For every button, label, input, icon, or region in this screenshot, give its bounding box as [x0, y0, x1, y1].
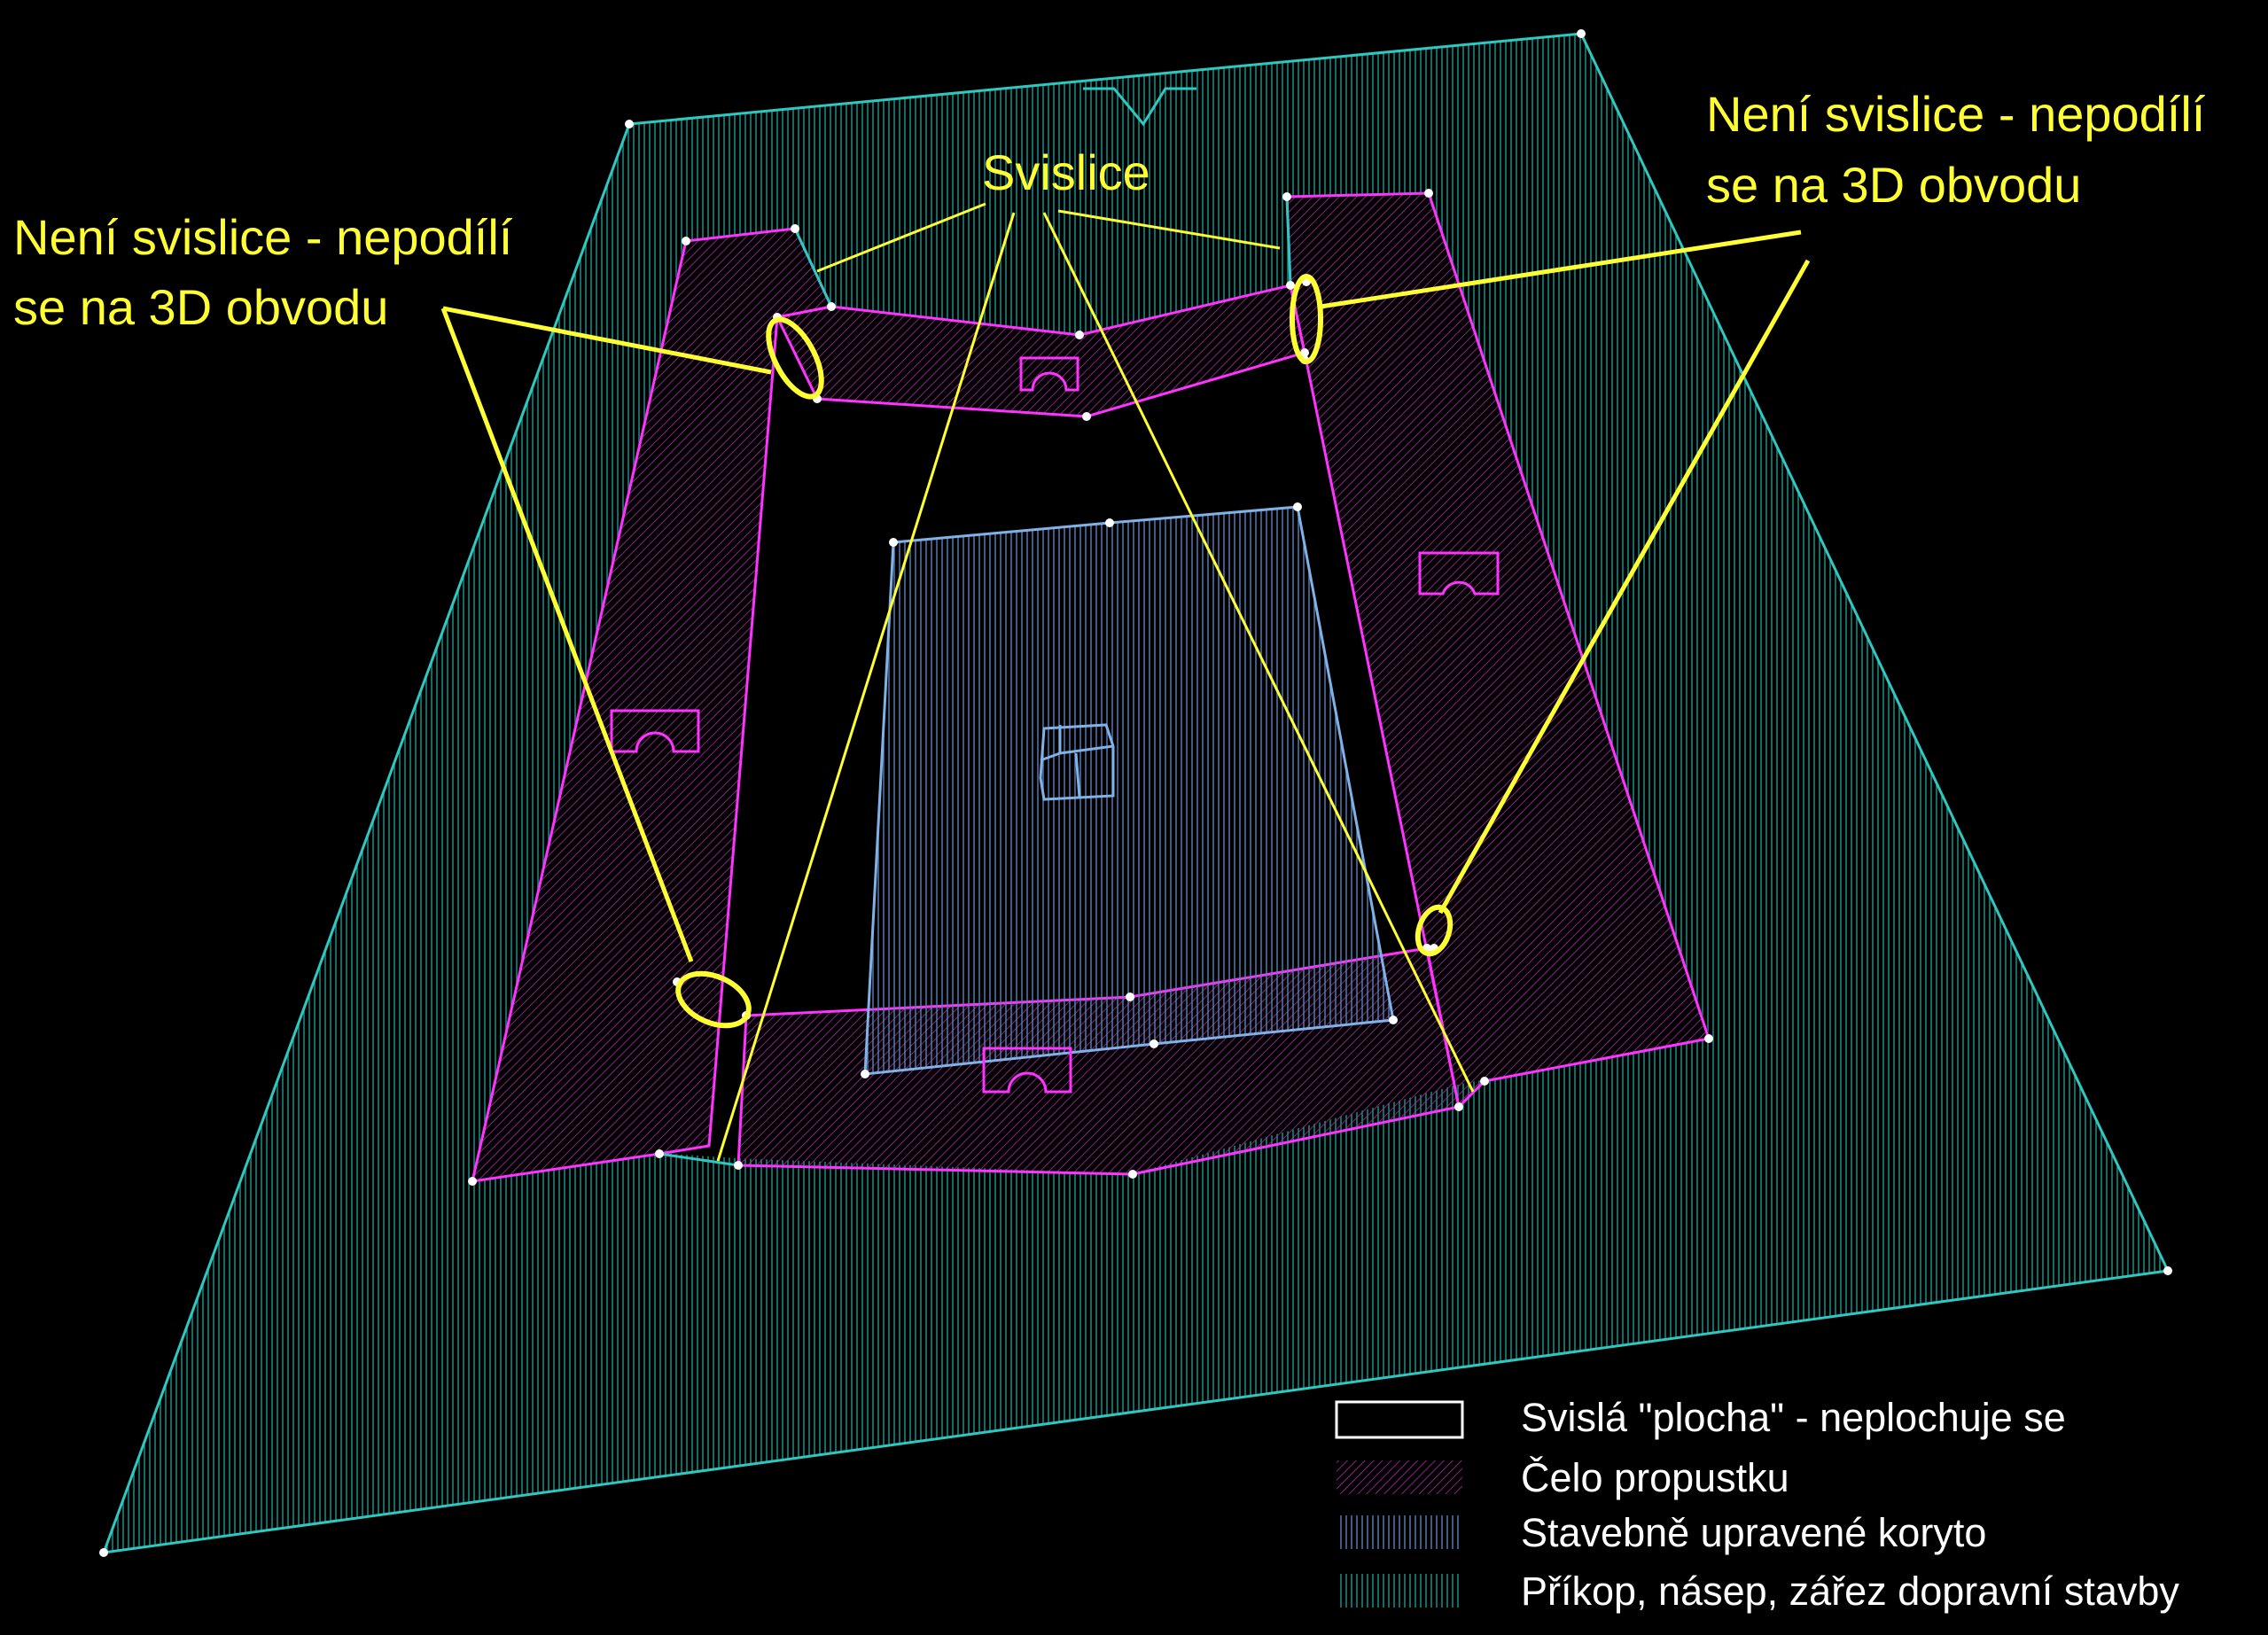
- vertex-dot: [1126, 993, 1134, 1001]
- vertex-dot: [1282, 192, 1291, 201]
- legend-label-ditch: Příkop, násep, zářez dopravní stavby: [1521, 1569, 2179, 1614]
- vertex-dot: [889, 538, 898, 547]
- vertex-dot: [1424, 189, 1433, 198]
- highlight-left-bottom: [675, 970, 752, 1029]
- vertex-dot: [655, 1149, 664, 1158]
- right-note-line2: se na 3D obvodu: [1706, 157, 2081, 213]
- right-note-line1: Není svislice - nepodílí: [1706, 86, 2206, 142]
- culvert-symbol-bottom: [982, 1047, 1072, 1094]
- vertical-faces: [659, 196, 1292, 1167]
- vertex-dot: [1480, 1077, 1489, 1086]
- vertex-dot: [734, 1161, 743, 1170]
- left-note-line1: Není svislice - nepodílí: [13, 209, 513, 265]
- vertex-dot: [1454, 1102, 1463, 1111]
- highlight-left-top: [766, 316, 824, 400]
- highlight-right-top: [1290, 274, 1323, 364]
- svislice-leaders: [716, 202, 1475, 1162]
- legend-swatch-ditch: [1337, 1574, 1462, 1608]
- legend-swatch-channel: [1337, 1515, 1462, 1549]
- culvert-symbol-top: [1019, 356, 1079, 392]
- north-marker: [1083, 87, 1196, 127]
- vertex-dot: [1704, 1034, 1713, 1043]
- vertex-dot: [99, 1548, 108, 1557]
- vertex-dot: [1075, 331, 1084, 339]
- legend-label-channel: Stavebně upravené koryto: [1521, 1510, 1986, 1555]
- vertex-dot: [1286, 281, 1295, 290]
- note-leaders: [440, 230, 1811, 962]
- vertex-dot: [1105, 518, 1114, 527]
- legend-swatch-headwall: [1337, 1460, 1462, 1494]
- legend-swatch-vertical-face: [1335, 1400, 1464, 1439]
- channel-area: [863, 505, 1395, 1076]
- vertex-dot: [1389, 1016, 1398, 1024]
- vertex-dot: [791, 224, 799, 233]
- vertex-dot: [1300, 348, 1309, 357]
- headwall-top: [775, 284, 1306, 418]
- vertex-dot: [682, 237, 690, 245]
- vertex-dot: [2163, 1266, 2172, 1275]
- vertex-dot: [861, 1070, 869, 1078]
- vertex-dot: [1293, 502, 1302, 511]
- left-note-line2: se na 3D obvodu: [13, 279, 388, 335]
- vertex-dot: [468, 1177, 477, 1186]
- svislice-label: Svislice: [982, 144, 1150, 200]
- highlight-right-bottom: [1415, 904, 1454, 957]
- vertex-dot: [1577, 29, 1586, 38]
- vertex-dot: [625, 120, 634, 128]
- channel-symbol: [1039, 723, 1115, 801]
- culvert-symbol-right: [1418, 551, 1500, 596]
- legend-label-headwall: Čelo propustku: [1521, 1455, 1789, 1500]
- vertex-dot: [1082, 412, 1091, 421]
- vertex-dot: [1150, 1039, 1158, 1048]
- vertex-dot: [1128, 1170, 1137, 1179]
- legend-label-vertical-face: Svislá "plocha" - neplochuje se: [1521, 1395, 2066, 1440]
- vertex-dot: [827, 302, 836, 311]
- legend: Svislá "plocha" - neplochuje se Čelo pro…: [1335, 1395, 2179, 1614]
- highlight-ellipses: [675, 274, 1454, 1029]
- culvert-symbol-left: [610, 709, 700, 753]
